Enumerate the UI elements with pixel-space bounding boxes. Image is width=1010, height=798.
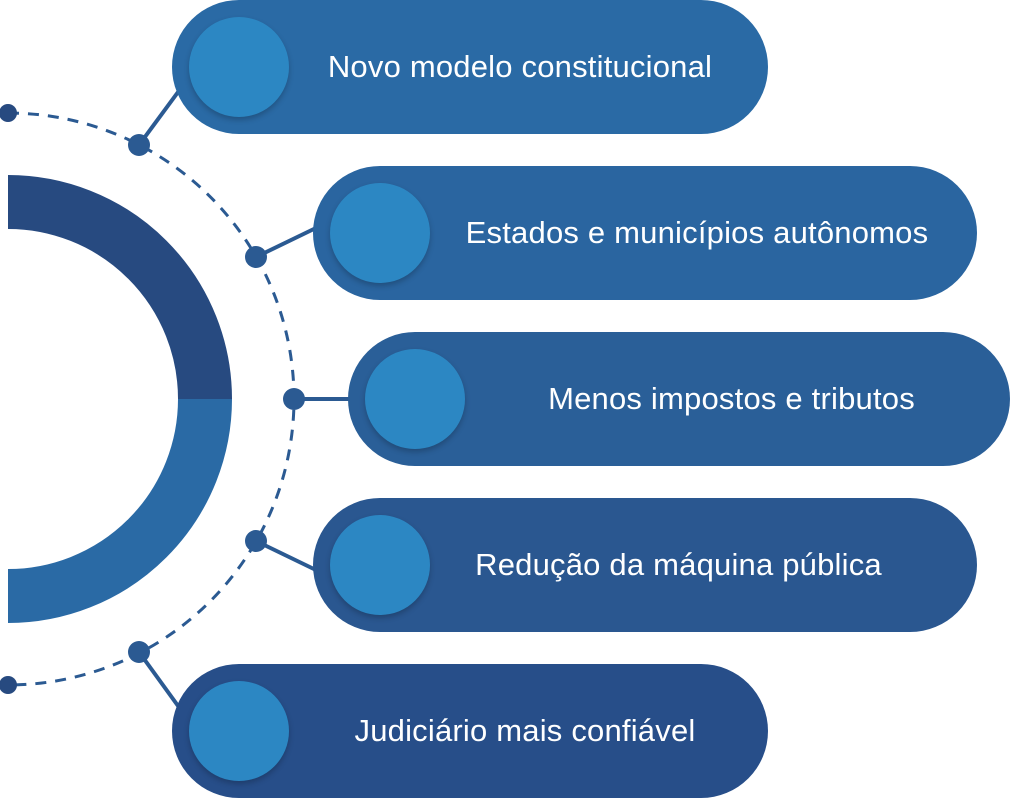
arc-end-dot-bottom [0,676,17,694]
ring-bottom-segment [7,398,232,623]
item-label-2: Estados e municípios autônomos [465,215,929,250]
item-label-4: Redução da máquina pública [475,547,882,582]
connector-line-5 [137,650,183,712]
connector-dot-2 [245,246,267,268]
item-circle-2 [330,183,430,283]
item-pill-5: Judiciário mais confiável [172,664,768,798]
ring-top-segment [7,175,232,400]
item-circle-1 [189,17,289,117]
connector-dot-1 [128,134,150,156]
item-circle-3 [365,349,465,449]
arc-end-dot-top [0,104,17,122]
connector-line-4 [255,539,319,573]
connector-dot-5 [128,641,150,663]
connector-line-2 [255,225,319,259]
item-label-3: Menos impostos e tributos [548,381,915,416]
item-pill-3: Menos impostos e tributos [348,332,1010,466]
connector-line-1 [137,86,183,147]
item-pill-4: Redução da máquina pública [313,498,977,632]
connector-dot-4 [245,530,267,552]
item-pill-2: Estados e municípios autônomos [313,166,977,300]
item-label-5: Judiciário mais confiável [354,713,696,748]
item-pill-1: Novo modelo constitucional [172,0,768,134]
connector-dot-3 [283,388,305,410]
item-circle-5 [189,681,289,781]
item-label-1: Novo modelo constitucional [327,49,713,84]
item-circle-4 [330,515,430,615]
